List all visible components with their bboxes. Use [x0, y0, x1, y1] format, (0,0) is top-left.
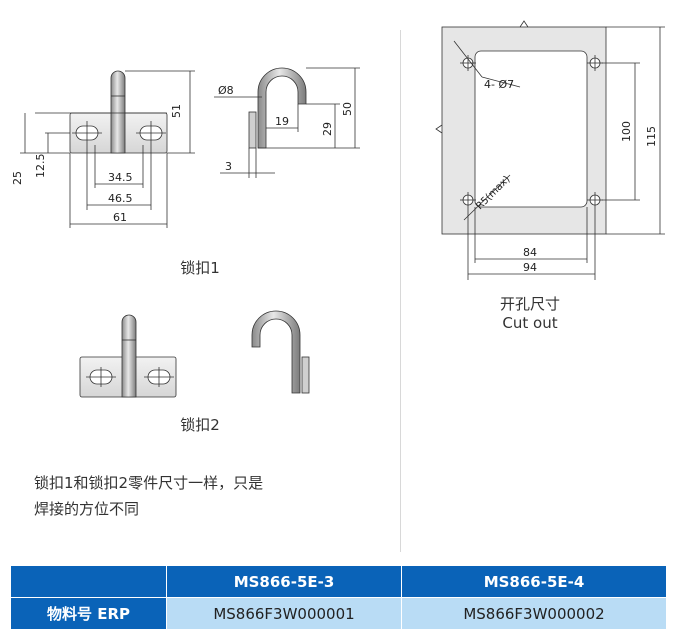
table-cell-col1: MS866F3W000001	[166, 597, 402, 630]
table-cell-col2: MS866F3W000002	[401, 597, 667, 630]
cutout-caption: 开孔尺寸 Cut out	[470, 295, 590, 333]
note-line-1: 锁扣1和锁扣2零件尺寸一样，只是	[34, 474, 264, 492]
latch1-drawing: 51 25 12.5 34.5 46.5 61 Ø8 19 29 50 3	[11, 67, 360, 228]
dim-50: 50	[341, 102, 354, 116]
cutout-caption-cn: 开孔尺寸	[499, 295, 560, 313]
table-row-label: 物料号 ERP	[10, 597, 167, 630]
cutout-drawing: 4- Ø7 R5(max) 100 115 84 94	[435, 20, 665, 280]
dim-61: 61	[113, 211, 127, 224]
latch1-caption: 锁扣1	[180, 259, 220, 277]
dim-3: 3	[225, 160, 232, 173]
cutout-caption-en: Cut out	[502, 314, 558, 332]
dim-100: 100	[620, 121, 633, 142]
table-header-blank	[10, 565, 167, 598]
latch2-caption: 锁扣2	[180, 416, 220, 434]
dim-25: 25	[11, 171, 24, 185]
dim-holes: 4- Ø7	[484, 78, 514, 91]
dim-34-5: 34.5	[108, 171, 133, 184]
dim-84: 84	[523, 246, 537, 259]
dim-12-5: 12.5	[34, 154, 47, 179]
dim-94: 94	[523, 261, 537, 274]
dim-51: 51	[170, 104, 183, 118]
note-text: 锁扣1和锁扣2零件尺寸一样，只是 焊接的方位不同	[34, 470, 354, 522]
dim-19: 19	[275, 115, 289, 128]
dim-115: 115	[645, 126, 658, 147]
dim-29: 29	[321, 122, 334, 136]
vertical-divider	[400, 30, 401, 552]
dim-dia8: Ø8	[218, 84, 234, 97]
table-header-col1: MS866-5E-3	[166, 565, 402, 598]
dim-46-5: 46.5	[108, 192, 133, 205]
spec-table: MS866-5E-3 MS866-5E-4 物料号 ERP MS866F3W00…	[10, 565, 667, 630]
latch2-drawing	[79, 310, 310, 398]
table-header-row: MS866-5E-3 MS866-5E-4	[10, 565, 667, 598]
table-header-col2: MS866-5E-4	[401, 565, 667, 598]
note-line-2: 焊接的方位不同	[34, 500, 140, 518]
table-row: 物料号 ERP MS866F3W000001 MS866F3W000002	[10, 597, 667, 630]
